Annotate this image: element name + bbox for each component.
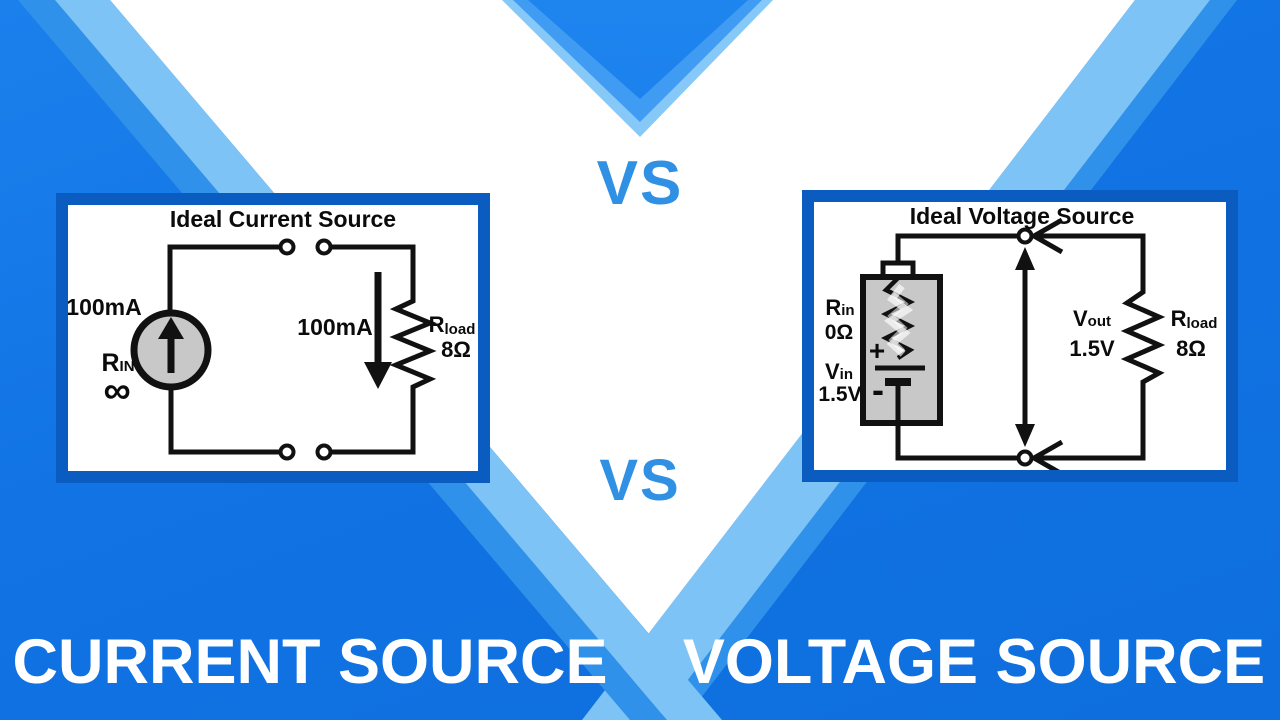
current-source-caption: CURRENT SOURCE <box>12 627 608 697</box>
source-current-label: 100mA <box>68 294 142 320</box>
rload-base: R <box>1171 306 1187 331</box>
rload-sub: load <box>1187 315 1218 332</box>
rload-label: Rload <box>429 312 476 338</box>
rload-sub: load <box>445 321 476 338</box>
current-source-diagram: Ideal Current Source <box>68 206 476 461</box>
rin-base: R <box>101 349 119 377</box>
vout-base: V <box>1073 306 1088 331</box>
rin-value-label: 0Ω <box>825 321 854 344</box>
vs-middle-label: VS <box>599 448 681 513</box>
rload-value-label: 8Ω <box>441 337 471 362</box>
current-arrow-head-icon <box>364 362 392 389</box>
vout-value-label: 1.5V <box>1069 336 1115 361</box>
vin-label: Vin <box>825 359 853 384</box>
plus-label: + <box>869 335 885 366</box>
rload-base: R <box>429 312 445 337</box>
rin-label: RIN <box>101 349 134 377</box>
resistor-icon <box>389 297 437 390</box>
left-panel-title: Ideal Current Source <box>170 206 396 232</box>
right-panel-title: Ideal Voltage Source <box>910 203 1135 229</box>
branch-current-label: 100mA <box>297 314 372 340</box>
current-source-symbol-icon <box>130 309 212 391</box>
vout-label: Vout <box>1073 306 1111 331</box>
rin-value-label: ∞ <box>103 370 130 412</box>
voltage-source-diagram: Ideal Voltage Source <box>818 203 1218 470</box>
load-branch <box>364 272 437 390</box>
terminal-icons <box>278 238 333 461</box>
vin-base: V <box>825 359 840 384</box>
voltage-source-panel: Ideal Voltage Source <box>802 190 1238 482</box>
rload-value-label: 8Ω <box>1176 336 1206 361</box>
output-voltage-arrow-icon <box>1015 247 1035 447</box>
terminal-icons <box>1016 227 1034 467</box>
vin-value-label: 1.5V <box>818 383 861 406</box>
rin-base: R <box>825 295 841 320</box>
vout-sub: out <box>1088 313 1111 330</box>
current-source-panel: Ideal Current Source <box>56 193 490 483</box>
resistor-icon <box>1120 288 1166 385</box>
vin-sub: in <box>840 366 853 383</box>
circuit-wires <box>167 244 416 455</box>
rin-sub: in <box>841 302 854 319</box>
rload-label: Rload <box>1171 306 1218 332</box>
wire-arrow-icons <box>1032 217 1064 470</box>
battery-icon <box>860 260 943 458</box>
voltage-source-caption: VOLTAGE SOURCE <box>682 627 1266 697</box>
rin-sub: IN <box>120 358 135 375</box>
minus-label: - <box>872 369 884 410</box>
vs-top-label: VS <box>596 149 684 218</box>
rin-label: Rin <box>825 295 854 320</box>
